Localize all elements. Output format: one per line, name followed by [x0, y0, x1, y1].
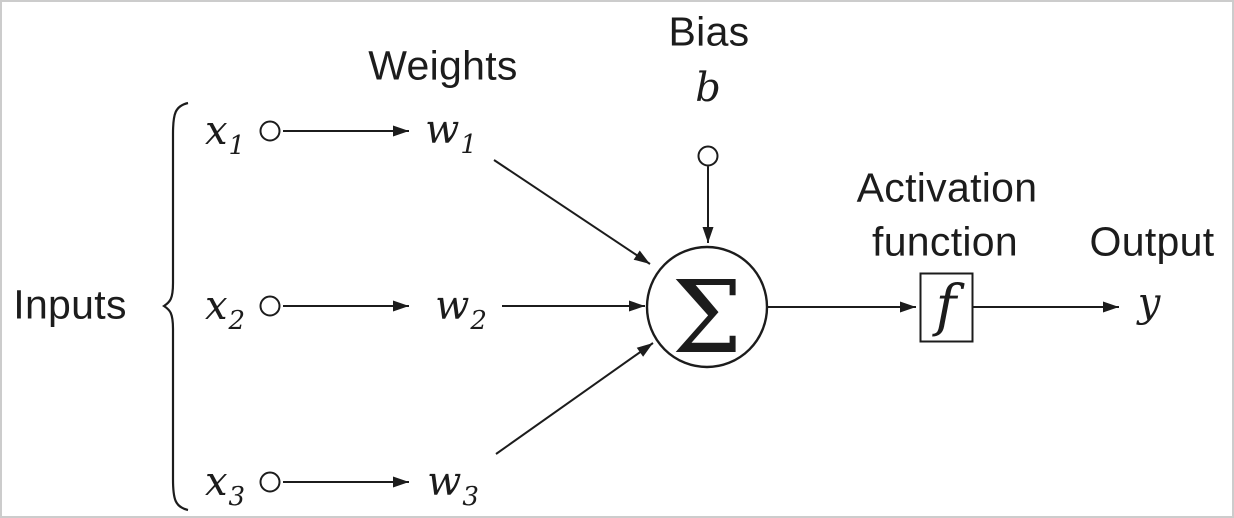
input-node-1 — [259, 120, 281, 142]
x3-subscript: 3 — [228, 482, 246, 512]
x2-base: x — [204, 283, 228, 329]
output-label: Output — [1089, 218, 1215, 265]
sum-node — [645, 245, 769, 369]
w1-subscript: 1 — [460, 130, 477, 160]
w3-base: w — [427, 459, 462, 505]
sum-symbol: Σ — [671, 259, 743, 376]
input-symbol-x2: x2 — [204, 283, 245, 334]
input-node-2 — [259, 295, 281, 317]
input-symbol-x1: x1 — [204, 108, 245, 159]
inputs-label: Inputs — [13, 281, 127, 328]
weight-arrow-1 — [493, 159, 651, 265]
weight-symbol-w2: w2 — [435, 283, 487, 334]
x2-subscript: 2 — [228, 306, 246, 336]
weights-label: Weights — [368, 42, 518, 89]
w1-base: w — [425, 107, 460, 153]
output-symbol: y — [1137, 280, 1161, 326]
x1-base: x — [204, 108, 228, 154]
w2-subscript: 2 — [470, 306, 487, 336]
activation-box — [919, 272, 974, 343]
input-symbol-x3: x3 — [204, 459, 245, 510]
w3-subscript: 3 — [462, 482, 479, 512]
activation-label-line2: function — [872, 218, 1018, 265]
bias-label: Bias — [668, 8, 750, 55]
weight-arrow-3 — [495, 342, 654, 455]
bias-symbol: b — [695, 65, 721, 111]
input-node-3 — [259, 471, 281, 493]
bias-node — [697, 145, 719, 167]
activation-label-line1: Activation — [856, 164, 1038, 211]
x1-subscript: 1 — [228, 131, 246, 161]
weight-symbol-w3: w3 — [427, 459, 479, 510]
x3-base: x — [204, 459, 228, 505]
activation-symbol: f — [935, 274, 957, 339]
w2-base: w — [435, 283, 470, 329]
weight-symbol-w1: w1 — [425, 107, 477, 158]
inputs-brace-icon — [162, 101, 189, 512]
